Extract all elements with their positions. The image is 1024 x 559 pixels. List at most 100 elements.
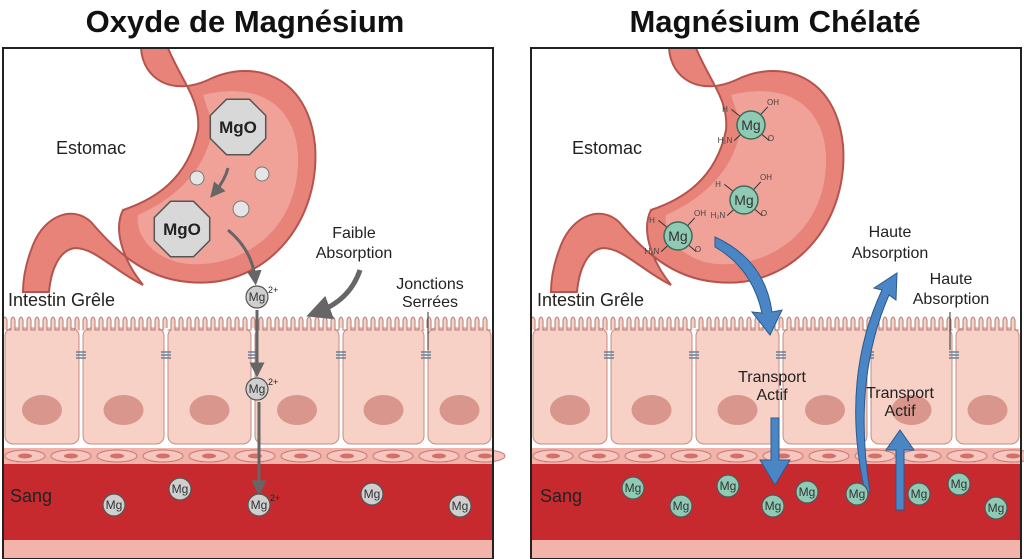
endothelial-nucleus xyxy=(914,453,928,459)
cell-nucleus xyxy=(22,395,62,425)
mg-ion-label: Mg xyxy=(364,487,381,501)
chelate-group: H xyxy=(722,105,728,114)
cell-nucleus xyxy=(363,395,404,425)
chelate-group: OH xyxy=(760,173,772,182)
cell-nucleus xyxy=(891,395,932,425)
mg-ion-label: Mg xyxy=(172,482,189,496)
epithelial-cell xyxy=(610,327,693,445)
cell-nucleus xyxy=(550,395,590,425)
right-intestine-label: Intestin Grêle xyxy=(537,290,644,310)
faible-absorption-arrow xyxy=(306,269,363,320)
haute-absorption-2-line2: Absorption xyxy=(913,291,990,308)
mg-ion-label: Mg xyxy=(249,382,266,396)
mg-ion xyxy=(245,285,269,309)
ion-charge: 2+ xyxy=(268,377,278,387)
right-title: Magnésium Chélaté xyxy=(629,4,920,39)
endothelial-nucleus xyxy=(340,453,354,459)
mg-ion-label: Mg xyxy=(765,499,782,513)
mg-ion-label: Mg xyxy=(251,498,268,512)
blue-arrow-to-blood xyxy=(759,417,791,486)
stomach-lining xyxy=(665,91,826,265)
endothelial-nucleus xyxy=(822,453,836,459)
endothelial-nucleus xyxy=(64,453,78,459)
epithelial-cell xyxy=(782,327,868,445)
left-intestine-label: Intestin Grêle xyxy=(8,290,115,310)
chelated-mg xyxy=(729,185,759,215)
left-title: Oxyde de Magnésium xyxy=(86,4,405,39)
mgo-label: MgO xyxy=(163,220,201,239)
endothelial-nucleus xyxy=(18,453,32,459)
chelate-group: OH xyxy=(694,209,706,218)
endothelial-nucleus xyxy=(478,453,492,459)
mg-ion-label: Mg xyxy=(673,499,690,513)
endothelial-nucleus xyxy=(868,453,882,459)
epithelial-cell xyxy=(82,327,165,445)
mg-ion-label: Mg xyxy=(799,485,816,499)
haute-absorption-1-line1: Haute xyxy=(869,224,912,241)
blood-chelated-mg xyxy=(907,482,931,506)
epithelial-cell xyxy=(342,327,425,445)
endothelial-nucleus xyxy=(202,453,216,459)
left-blood-label: Sang xyxy=(10,486,52,506)
endothelial-nucleus xyxy=(294,453,308,459)
mg-ion-label: Mg xyxy=(720,479,737,493)
blood-chelated-mg xyxy=(716,474,740,498)
mg-ion-label: Mg xyxy=(911,487,928,501)
endothelial-nucleus xyxy=(684,453,698,459)
cell-nucleus xyxy=(631,395,672,425)
cell-nucleus xyxy=(717,395,758,425)
epithelial-cell xyxy=(4,327,80,445)
blood-mg-ion xyxy=(360,482,384,506)
right-blood-label: Sang xyxy=(540,486,582,506)
dissolved-particle xyxy=(232,200,250,218)
blue-arrow-up xyxy=(885,429,915,511)
blood-mg-ion xyxy=(102,493,126,517)
haute-absorption-2-line1: Haute xyxy=(930,271,973,288)
haute-absorption-1-line2: Absorption xyxy=(852,245,929,262)
blue-arrow-to-intestine xyxy=(714,236,783,336)
cell-nucleus xyxy=(967,395,1008,425)
blood-chelated-mg xyxy=(795,480,819,504)
blood-chelated-mg xyxy=(669,494,693,518)
mg-ion-label: Mg xyxy=(625,481,642,495)
transport-actif-1-line1: Transport xyxy=(738,369,806,386)
chelated-mg xyxy=(663,221,693,251)
faible-absorption-line1: Faible xyxy=(332,225,376,242)
jonctions-line2: Serrées xyxy=(402,294,458,311)
microvilli xyxy=(2,316,491,331)
mgo-particle xyxy=(153,200,211,258)
endothelial-nucleus xyxy=(110,453,124,459)
arrow-to-intestine xyxy=(227,228,262,286)
mg-ion-label: Mg xyxy=(452,499,469,513)
chelated-mg-label: Mg xyxy=(734,192,753,208)
endothelial-nucleus xyxy=(730,453,744,459)
chelate-group: H xyxy=(649,216,655,225)
mg-ion-label: Mg xyxy=(988,501,1005,515)
dissolved-particle xyxy=(254,166,270,182)
vessel-wall-bottom xyxy=(531,540,1021,559)
jonctions-line1: Jonctions xyxy=(396,276,464,293)
endothelial-nucleus xyxy=(386,453,400,459)
cell-nucleus xyxy=(805,395,845,425)
epithelial-cell xyxy=(695,327,780,445)
cell-nucleus xyxy=(189,395,230,425)
chelated-mg xyxy=(736,110,766,140)
chelate-group: H₂N xyxy=(711,211,726,220)
chelate-group: O xyxy=(768,134,774,143)
endothelial-nucleus xyxy=(156,453,170,459)
faible-absorption-line2: Absorption xyxy=(316,245,393,262)
epithelial-cell xyxy=(532,327,608,445)
chelate-group: H xyxy=(715,180,721,189)
epithelial-cell xyxy=(167,327,252,445)
endothelial-nucleus xyxy=(1006,453,1020,459)
mg-ion-label: Mg xyxy=(249,290,266,304)
blood-chelated-mg xyxy=(621,476,645,500)
panel-border xyxy=(530,47,1022,559)
chelate-group: O xyxy=(761,209,767,218)
blood-mg-ion xyxy=(448,494,472,518)
vessel-wall-bottom xyxy=(3,540,493,559)
chelate-group: H₂N xyxy=(645,247,660,256)
blue-arrow-haute-absorption xyxy=(855,272,898,493)
